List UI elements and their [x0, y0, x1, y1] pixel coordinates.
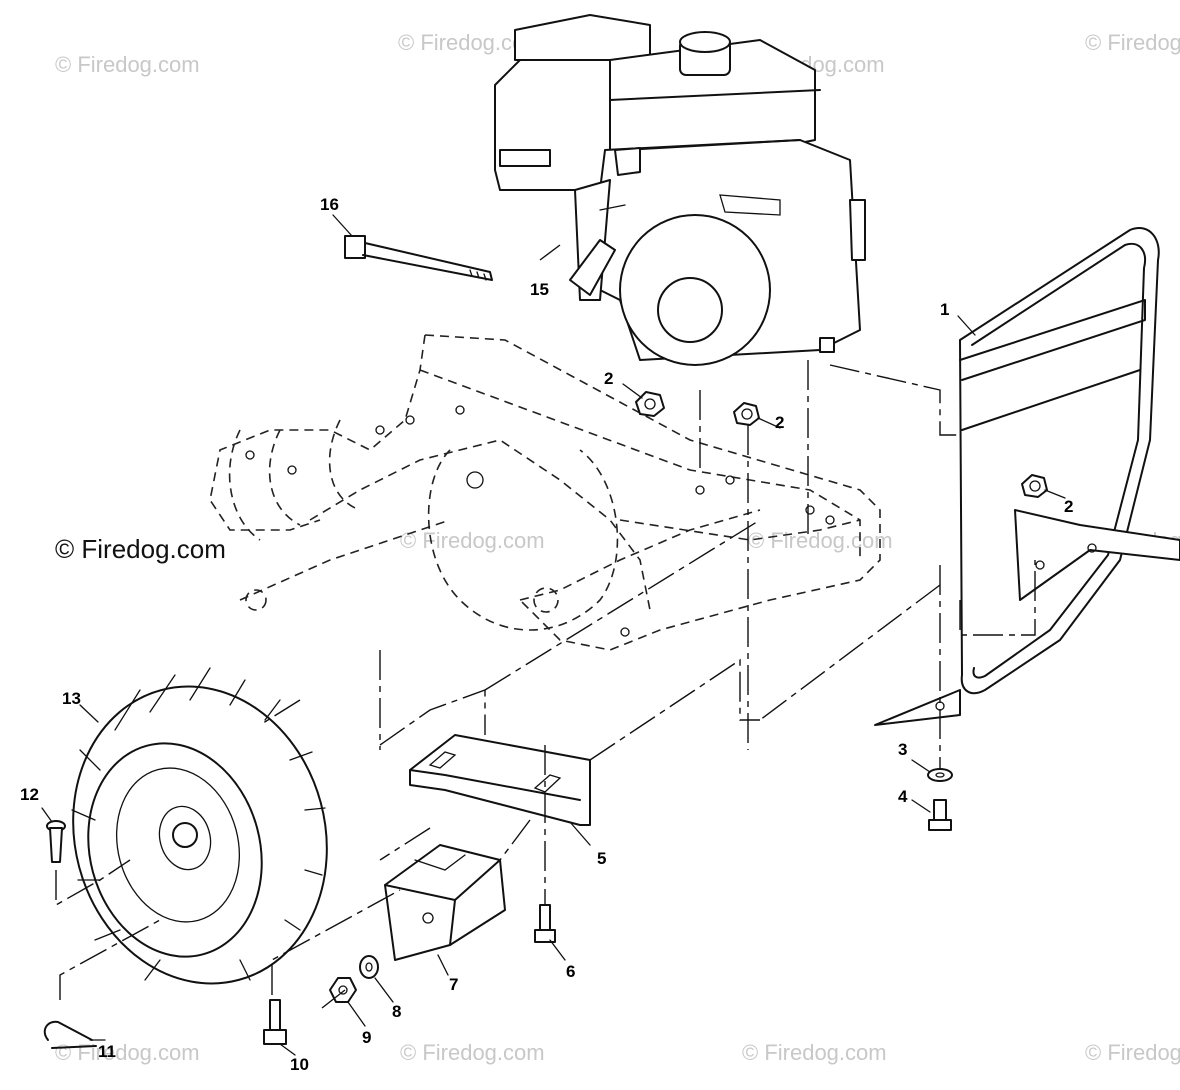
flange-nut-icon [1021, 474, 1048, 498]
callout-8: 8 [392, 1002, 401, 1021]
clevis-pin-icon [46, 820, 66, 863]
callout-leaders [41, 214, 1066, 1056]
engine-icon [494, 14, 866, 366]
callout-12: 12 [20, 785, 39, 804]
watermark-text: © Firedog.com [1085, 30, 1180, 55]
bumper-frame-icon [874, 227, 1180, 726]
callout-3: 3 [898, 740, 907, 759]
watermark-text: © Firedog.com [400, 1040, 545, 1065]
watermark-text: © Firedog.com [55, 52, 200, 77]
flange-nut-icon [733, 402, 760, 426]
cable-tie-icon [344, 235, 493, 281]
callout-2: 2 [1064, 497, 1073, 516]
callout-10: 10 [290, 1055, 309, 1074]
callout-1: 1 [940, 300, 949, 319]
bolt-icon [534, 904, 556, 943]
callout-2: 2 [604, 369, 613, 388]
tire-wheel-icon [71, 667, 328, 985]
washer-icon [927, 768, 953, 782]
bolt-icon [263, 999, 287, 1045]
callout-16: 16 [320, 195, 339, 214]
callout-9: 9 [362, 1028, 371, 1047]
lock-washer-icon [359, 955, 379, 979]
callout-13: 13 [62, 689, 81, 708]
callout-4: 4 [898, 787, 908, 806]
callout-7: 7 [449, 975, 458, 994]
callout-5: 5 [597, 849, 606, 868]
watermark-main-text: © Firedog.com [55, 534, 226, 564]
hairpin-clip-icon [43, 1020, 97, 1049]
watermark-text: © Firedog.com [55, 1040, 200, 1065]
watermark-text: © Firedog.com [400, 528, 545, 553]
flange-nut-icon [635, 391, 665, 417]
weight-bracket-icon [409, 734, 591, 826]
watermark-text: © Firedog.com [748, 528, 893, 553]
callout-15: 15 [530, 280, 549, 299]
callout-labels: 1 2 2 2 3 4 5 6 7 8 9 10 11 12 13 15 16 [20, 195, 1073, 1074]
watermark-text: © Firedog.com [1085, 1040, 1180, 1065]
tiller-frame-phantom [209, 334, 881, 651]
callout-2: 2 [775, 413, 784, 432]
watermark-text: © Firedog.com [742, 1040, 887, 1065]
bolt-icon [928, 799, 952, 831]
counterweight-icon [384, 844, 506, 961]
callout-11: 11 [98, 1042, 116, 1061]
callout-6: 6 [566, 962, 575, 981]
assembly-leader-lines [55, 244, 1036, 1009]
